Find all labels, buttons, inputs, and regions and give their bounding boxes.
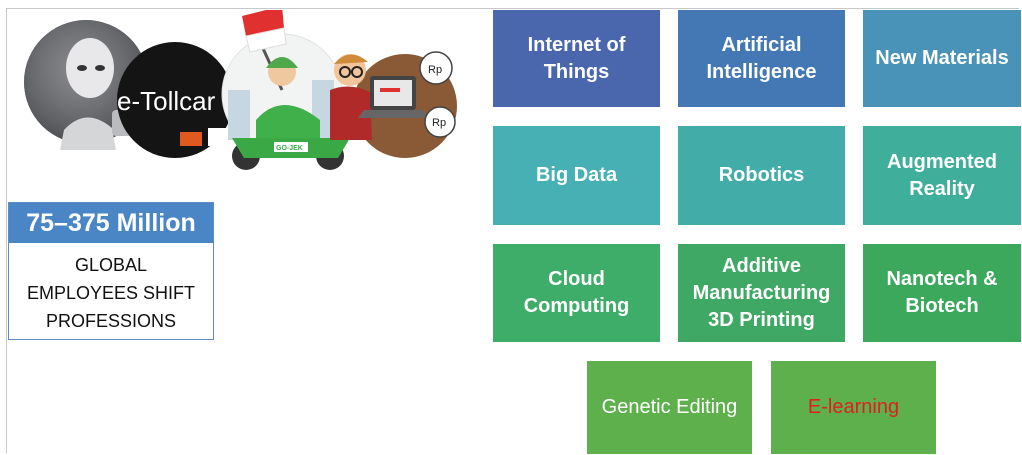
tile-label: Internet of Things — [527, 33, 626, 83]
diagram-frame — [6, 8, 1019, 453]
rp-badge-2: Rp — [424, 106, 456, 138]
tile-label: Nanotech & Biotech — [886, 268, 998, 317]
svg-text:Rp: Rp — [428, 64, 442, 76]
tile-label: Big Data — [535, 164, 618, 186]
scooter-rider-icon: GO-JEK — [221, 10, 350, 170]
scooter-badge: GO-JEK — [276, 145, 303, 152]
e-toll-card-icon: e-Tollcar — [117, 42, 233, 158]
robot-icon — [24, 20, 148, 150]
svg-text:Rp: Rp — [432, 117, 446, 129]
tile-big-data: Big Data — [493, 126, 660, 225]
tile-e-learning: E-learning — [771, 361, 936, 454]
stat-caption: GLOBAL EMPLOYEES SHIFT PROFESSIONS — [26, 255, 196, 331]
tile-label: New Materials — [875, 47, 1009, 69]
tile-label: Augmented Reality — [887, 150, 997, 200]
stat-box: 75–375 Million GLOBAL EMPLOYEES SHIFT PR… — [8, 202, 214, 340]
tile-additive-manufacturing: Additive Manufacturing 3D Printing — [678, 244, 845, 342]
stat-headline: 75–375 Million — [9, 203, 213, 243]
tile-label: Genetic Editing — [601, 396, 738, 418]
illustration-collage: e-Tollcar GO-JEK Rp — [24, 10, 457, 170]
tile-label: Cloud Computing — [523, 268, 630, 317]
tile-label: E-learning — [807, 396, 900, 418]
tile-nanotech-biotech: Nanotech & Biotech — [863, 244, 1021, 342]
tile-artificial-intelligence: Artificial Intelligence — [678, 10, 845, 107]
tile-new-materials: New Materials — [863, 10, 1021, 107]
tile-label: Additive Manufacturing 3D Printing — [692, 254, 831, 331]
etoll-label: e-Tollcar — [117, 86, 216, 116]
tile-robotics: Robotics — [678, 126, 845, 225]
rp-badge-1: Rp — [419, 51, 453, 85]
tile-cloud-computing: Cloud Computing — [493, 244, 660, 342]
tile-genetic-editing: Genetic Editing — [587, 361, 752, 454]
tile-augmented-reality: Augmented Reality — [863, 126, 1021, 225]
tile-label: Robotics — [718, 164, 805, 186]
tile-label: Artificial Intelligence — [706, 33, 817, 83]
tile-internet-of-things: Internet of Things — [493, 10, 660, 107]
